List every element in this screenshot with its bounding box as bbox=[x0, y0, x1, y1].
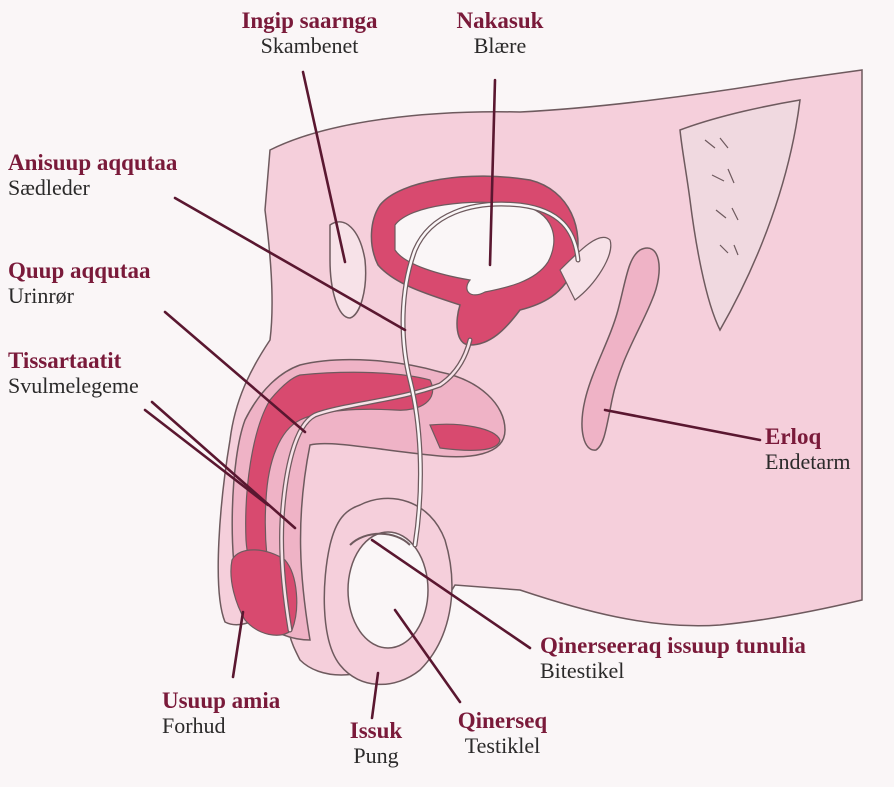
label-bladder: Nakasuk Blære bbox=[445, 8, 555, 58]
label-epididymis-sub: Bitestikel bbox=[540, 659, 806, 684]
label-erectile: Tissartaatit Svulmelegeme bbox=[8, 348, 139, 398]
label-testicle: Qinerseq Testiklel bbox=[435, 708, 570, 758]
label-scrotum-sub: Pung bbox=[326, 744, 426, 769]
label-rectum-sub: Endetarm bbox=[765, 450, 851, 475]
label-pubic-bone-sub: Skambenet bbox=[222, 34, 397, 59]
label-erectile-sub: Svulmelegeme bbox=[8, 374, 139, 399]
label-erectile-title: Tissartaatit bbox=[8, 348, 139, 374]
label-foreskin-sub: Forhud bbox=[162, 714, 280, 739]
label-foreskin: Usuup amia Forhud bbox=[162, 688, 280, 738]
label-urethra-sub: Urinrør bbox=[8, 284, 151, 309]
label-scrotum-title: Issuk bbox=[326, 718, 426, 744]
label-rectum-title: Erloq bbox=[765, 424, 851, 450]
label-pubic-bone-title: Ingip saarnga bbox=[222, 8, 397, 34]
label-testicle-title: Qinerseq bbox=[435, 708, 570, 734]
label-foreskin-title: Usuup amia bbox=[162, 688, 280, 714]
label-epididymis-title: Qinerseeraq issuup tunulia bbox=[540, 633, 806, 659]
label-vas-deferens: Anisuup aqqutaa Sædleder bbox=[8, 150, 177, 200]
label-rectum: Erloq Endetarm bbox=[765, 424, 851, 474]
label-urethra-title: Quup aqqutaa bbox=[8, 258, 151, 284]
label-testicle-sub: Testiklel bbox=[435, 734, 570, 759]
label-epididymis: Qinerseeraq issuup tunulia Bitestikel bbox=[540, 633, 806, 683]
label-vas-deferens-title: Anisuup aqqutaa bbox=[8, 150, 177, 176]
label-vas-deferens-sub: Sædleder bbox=[8, 176, 177, 201]
label-bladder-title: Nakasuk bbox=[445, 8, 555, 34]
label-bladder-sub: Blære bbox=[445, 34, 555, 59]
label-pubic-bone: Ingip saarnga Skambenet bbox=[222, 8, 397, 58]
label-urethra: Quup aqqutaa Urinrør bbox=[8, 258, 151, 308]
label-scrotum: Issuk Pung bbox=[326, 718, 426, 768]
